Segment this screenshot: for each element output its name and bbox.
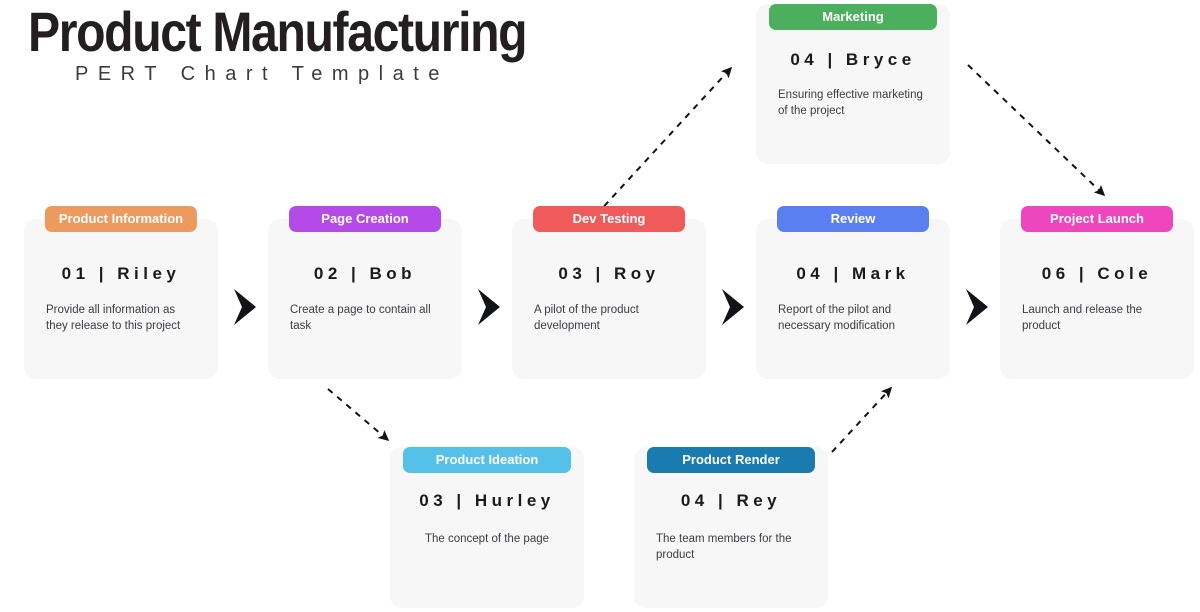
card-label-dev-testing: Dev Testing	[533, 206, 685, 232]
card-code-dev-testing: 03 | Roy	[558, 264, 660, 283]
arrow-dev-testing-to-marketing	[595, 66, 733, 216]
card-description-page-creation: Create a page to contain all task	[290, 304, 431, 332]
card-page-creation[interactable]: Page Creation 02 | Bob Create a page to …	[268, 206, 462, 379]
card-code-product-information: 01 | Riley	[61, 264, 181, 283]
chevron-1	[232, 287, 258, 327]
card-description-dev-testing: A pilot of the product development	[534, 304, 639, 332]
arrow-product-render-to-review	[831, 386, 893, 453]
card-description-product-information: Provide all information as they release …	[46, 304, 181, 332]
card-code-product-render: 04 | Rey	[680, 491, 782, 510]
card-project-launch[interactable]: Project Launch 06 | Cole Launch and rele…	[1000, 206, 1194, 379]
card-product-information[interactable]: Product Information 01 | Riley Provide a…	[24, 206, 218, 379]
card-marketing[interactable]: Marketing 04 | Bryce Ensuring effective …	[756, 4, 950, 164]
card-code-project-launch: 06 | Cole	[1041, 264, 1153, 283]
card-label-page-creation: Page Creation	[289, 206, 441, 232]
card-label-product-ideation: Product Ideation	[403, 447, 571, 473]
card-product-render[interactable]: Product Render 04 | Rey The team members…	[634, 447, 828, 608]
card-label-project-launch: Project Launch	[1021, 206, 1173, 232]
chevron-2	[476, 287, 502, 327]
arrow-page-creation-to-product-ideation	[327, 388, 390, 442]
card-description-project-launch: Launch and release the product	[1022, 304, 1143, 332]
chevron-3	[720, 287, 746, 327]
page-title: Product Manufacturing	[28, 0, 528, 63]
card-product-ideation[interactable]: Product Ideation 03 | Hurley The concept…	[390, 447, 584, 608]
chevron-4	[964, 287, 990, 327]
card-label-marketing: Marketing	[769, 4, 937, 30]
card-review[interactable]: Review 04 | Mark Report of the pilot and…	[756, 206, 950, 379]
card-description-product-ideation: The concept of the page	[424, 533, 550, 545]
card-description-product-render: The team members for the product	[656, 533, 792, 561]
card-code-product-ideation: 03 | Hurley	[419, 491, 555, 510]
card-description-review: Report of the pilot and necessary modifi…	[778, 304, 895, 332]
card-dev-testing[interactable]: Dev Testing 03 | Roy A pilot of the prod…	[512, 206, 706, 379]
card-code-page-creation: 02 | Bob	[313, 264, 417, 283]
card-description-marketing: Ensuring effective marketing of the proj…	[778, 89, 923, 117]
page-subtitle: PERT Chart Template	[75, 63, 449, 85]
card-label-product-information: Product Information	[44, 206, 198, 232]
page-header: Product Manufacturing PERT Chart Templat…	[28, 2, 728, 86]
card-label-product-render: Product Render	[647, 447, 815, 473]
card-label-review: Review	[777, 206, 929, 232]
arrow-marketing-to-project-launch	[967, 64, 1106, 197]
card-code-marketing: 04 | Bryce	[790, 50, 916, 69]
card-code-review: 04 | Mark	[796, 264, 910, 283]
